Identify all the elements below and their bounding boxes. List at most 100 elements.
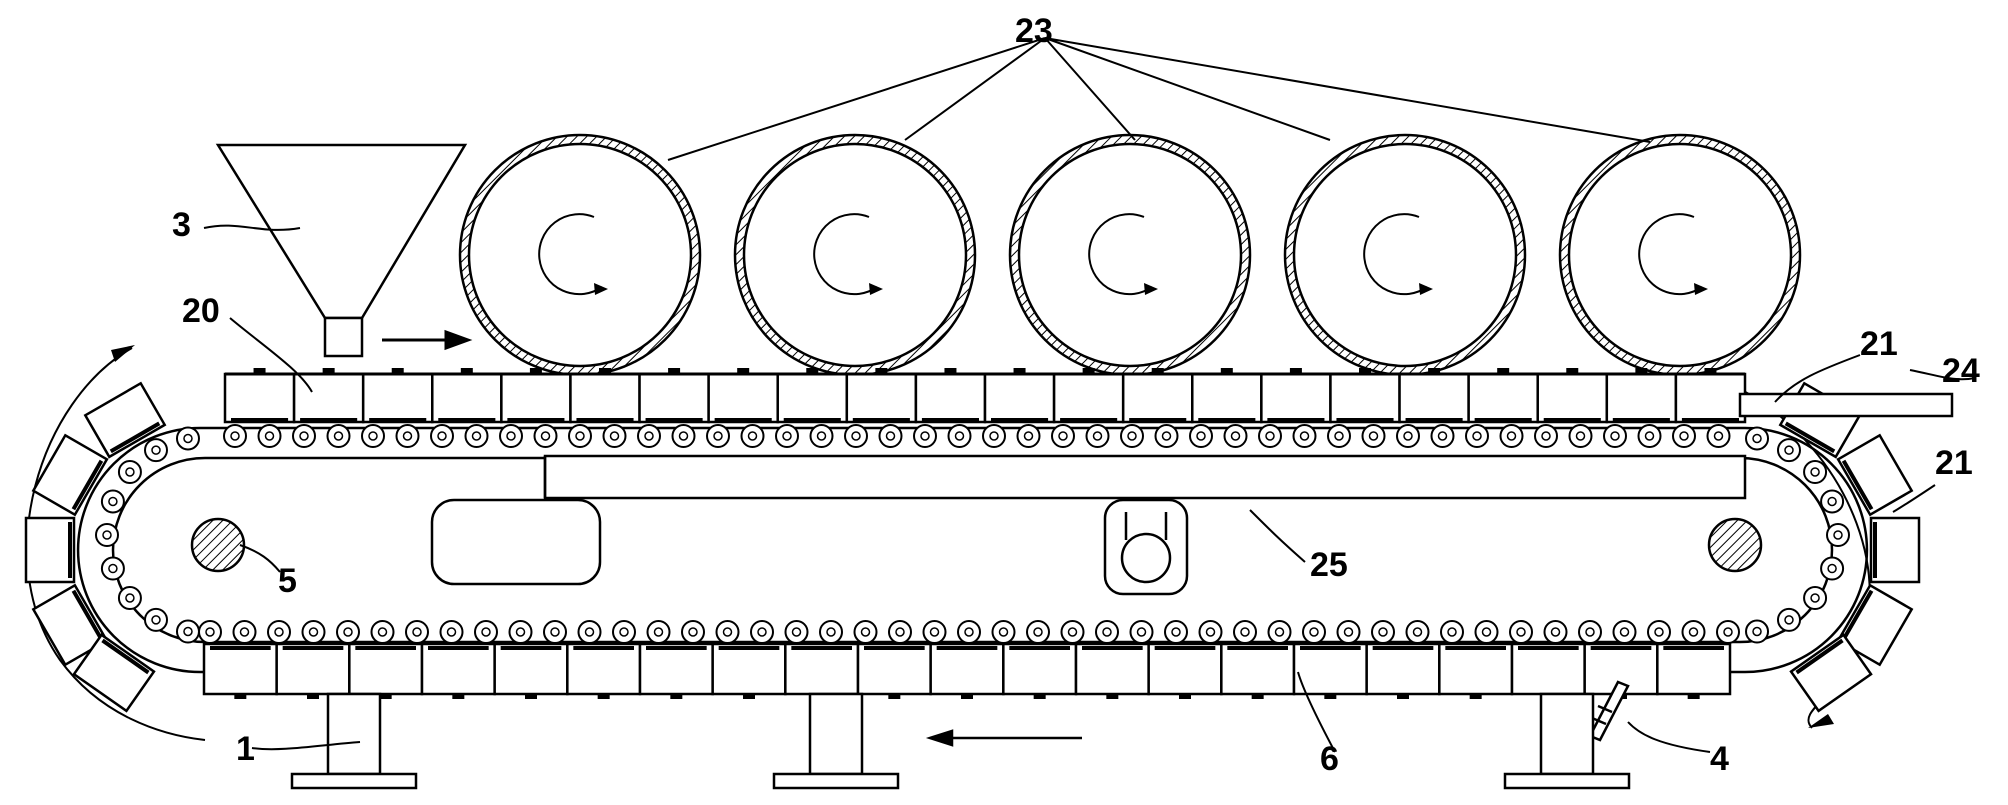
upper-plate	[1398, 368, 1470, 424]
label-3: 3	[172, 206, 191, 244]
chain-roller	[1396, 424, 1420, 448]
chain-roller	[1820, 489, 1845, 514]
drums	[458, 133, 1802, 383]
chain-roller	[508, 620, 533, 644]
chain-roller	[784, 620, 809, 644]
chain-roller	[232, 620, 257, 644]
chain-roller	[844, 424, 868, 448]
label-23: 23	[1015, 12, 1053, 50]
chain-roller	[117, 585, 142, 610]
lower-plate	[929, 642, 1005, 699]
chain-roller	[439, 620, 464, 644]
chain-roller	[1095, 620, 1119, 644]
chain-roller	[1672, 424, 1696, 448]
chain-roller	[1568, 424, 1593, 448]
chain-rollers	[95, 424, 1850, 644]
lower-plate	[1002, 642, 1078, 699]
chain-roller	[1223, 424, 1248, 448]
label-21-right: 21	[1935, 444, 1973, 482]
label-5: 5	[278, 562, 297, 600]
chain-roller	[1534, 424, 1558, 448]
chain-roller	[499, 424, 523, 448]
chain-roller	[1440, 620, 1464, 644]
chain-roller	[1336, 620, 1361, 644]
drum	[458, 133, 702, 383]
chain-roller	[1327, 424, 1351, 448]
chain-roller	[740, 424, 765, 448]
rotation-arrow	[538, 213, 603, 296]
lower-plate	[1147, 642, 1223, 699]
curve-plate	[1789, 633, 1873, 713]
chain-roller	[95, 523, 119, 547]
upper-plate	[500, 368, 572, 424]
lower-plate	[275, 642, 351, 699]
curve-plate	[24, 516, 76, 584]
chain-roller	[819, 620, 843, 644]
chain-roller	[370, 620, 395, 644]
return-direction-arrow	[925, 729, 1082, 747]
lower-plate	[1510, 642, 1586, 699]
chain-roller	[888, 620, 912, 644]
chain-roller	[853, 620, 878, 644]
chain-roller	[1745, 426, 1770, 451]
chain-roller	[1543, 620, 1568, 644]
chain-roller	[671, 424, 696, 448]
drum	[1008, 133, 1252, 383]
support-leg	[772, 692, 900, 790]
rotation-arrow	[1638, 213, 1703, 296]
curve-plate	[83, 381, 167, 459]
chain-roller	[1499, 424, 1524, 448]
chain-roller	[775, 424, 799, 448]
chain-roller	[1258, 424, 1282, 448]
upper-plate	[1467, 368, 1539, 424]
chain-roller	[1745, 619, 1770, 644]
feed-direction-arrow	[382, 329, 473, 351]
upper-plate	[1191, 368, 1263, 424]
upper-plate	[1052, 368, 1125, 424]
chain-roller	[913, 424, 937, 448]
chain-roller	[1474, 620, 1499, 644]
chain-roller	[175, 619, 200, 644]
chain-roller	[198, 620, 222, 644]
chain-roller	[1198, 620, 1223, 644]
chain-roller	[336, 620, 360, 644]
lower-plate	[1074, 642, 1150, 699]
chain-roller	[957, 620, 981, 644]
chain-roller	[1777, 607, 1801, 632]
lower-plate	[1438, 642, 1514, 699]
curve-plate	[31, 433, 109, 517]
lower-plate	[784, 642, 860, 699]
chain-roller	[982, 424, 1006, 448]
chain-roller	[922, 620, 947, 644]
chain-roller	[568, 424, 592, 448]
chain-roller	[1129, 620, 1154, 644]
chain-roller	[646, 620, 671, 644]
curve-plate	[1836, 433, 1914, 517]
chain-roller	[1361, 424, 1386, 448]
upper-plate	[845, 368, 918, 424]
label-24: 24	[1942, 352, 1980, 390]
chain-roller	[100, 556, 125, 581]
chain-roller	[1647, 620, 1671, 644]
upper-plate	[1536, 368, 1609, 424]
hopper	[215, 143, 468, 358]
chain-roller	[1430, 424, 1455, 448]
chain-roller	[1826, 523, 1850, 547]
chain-roller	[1302, 620, 1326, 644]
chain-roller	[1578, 620, 1602, 644]
upper-plate	[223, 368, 296, 424]
rotation-arrow	[1088, 213, 1153, 296]
left-arc-arrowhead	[111, 345, 135, 362]
chain-roller	[533, 424, 558, 448]
chain-roller	[1706, 424, 1731, 448]
upper-plate	[292, 368, 365, 424]
chain-roller	[1405, 620, 1430, 644]
upper-plate	[914, 368, 987, 424]
chain-roller	[430, 424, 454, 448]
support-leg	[290, 692, 418, 790]
chain-roller	[474, 620, 498, 644]
chain-roller	[1803, 460, 1828, 485]
curve-plate	[72, 633, 156, 713]
chain-roller	[257, 424, 282, 448]
